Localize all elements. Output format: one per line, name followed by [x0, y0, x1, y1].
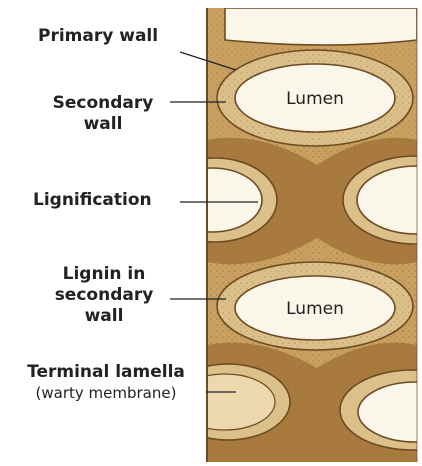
top-lumen — [225, 8, 417, 45]
label-terminal-line2: (warty membrane) — [4, 383, 208, 404]
lumen-label-lower: Lumen — [286, 299, 344, 319]
label-terminal-lamella: Terminal lamella (warty membrane) — [4, 362, 208, 404]
label-lignin-line2: secondary — [42, 285, 166, 306]
label-secondary-wall: Secondary wall — [36, 93, 170, 135]
label-lignin-in-secondary-wall: Lignin in secondary wall — [42, 264, 166, 327]
label-lignin-line3: wall — [42, 306, 166, 327]
label-primary-wall: Primary wall — [38, 26, 158, 47]
label-lignification: Lignification — [33, 190, 152, 211]
lumen-label-upper: Lumen — [286, 89, 344, 109]
label-terminal-line1: Terminal lamella — [4, 362, 208, 383]
middle-left-lumen — [162, 168, 262, 232]
label-lignin-line1: Lignin in — [42, 264, 166, 285]
label-secondary-wall-line1: Secondary — [36, 93, 170, 114]
label-secondary-wall-line2: wall — [36, 114, 170, 135]
